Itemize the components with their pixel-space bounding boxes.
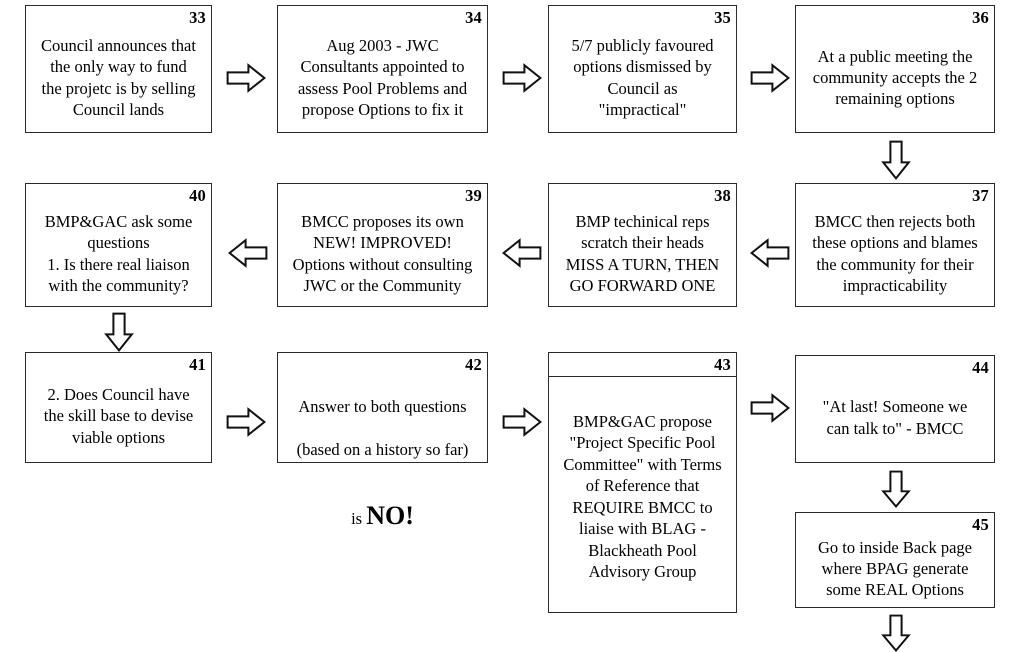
flow-node-43[interactable]: 43 BMP&GAC propose "Project Specific Poo…: [548, 352, 737, 613]
node-text-42-line1: Answer to both questions: [298, 396, 467, 416]
arrow-35-to-36: [750, 62, 791, 94]
node-text-44: "At last! Someone we can talk to" - BMCC: [822, 397, 968, 438]
arrow-45-to-continued: [880, 614, 912, 652]
node-text-39: BMCC proposes its own NEW! IMPROVED! Opt…: [292, 211, 473, 296]
node-number-43: 43: [549, 353, 736, 378]
node-text-40: BMP&GAC ask some questions 1. Is there r…: [44, 211, 193, 296]
node-body-45: Go to inside Back page where BPAG genera…: [796, 534, 994, 607]
arrow-41-to-42: [226, 406, 267, 438]
node-text-42-line3-prefix: is: [351, 508, 367, 528]
node-number-41: 41: [189, 355, 206, 374]
node-number-44: 44: [972, 358, 989, 377]
node-text-42-line2: (based on a history so far): [296, 439, 469, 459]
node-body-35: 5/7 publicly favoured options dismissed …: [549, 27, 736, 132]
node-text-42: Answer to both questions (based on a his…: [283, 374, 482, 551]
node-text-33: Council announces that the only way to f…: [41, 35, 196, 120]
node-text-35: 5/7 publicly favoured options dismissed …: [571, 35, 714, 120]
node-body-43: BMP&GAC propose "Project Specific Pool C…: [549, 377, 736, 612]
node-text-45: Go to inside Back page where BPAG genera…: [818, 537, 972, 600]
node-body-33: Council announces that the only way to f…: [26, 27, 211, 132]
arrow-38-to-39: [501, 237, 542, 269]
flow-node-44[interactable]: 44 "At last! Someone we can talk to" - B…: [795, 355, 995, 463]
node-body-41: 2. Does Council have the skill base to d…: [26, 374, 211, 462]
node-text-42-emphasis: NO!: [366, 500, 414, 530]
node-text-41: 2. Does Council have the skill base to d…: [43, 385, 194, 447]
arrow-36-to-37: [880, 140, 912, 181]
node-number-42: 42: [465, 355, 482, 374]
node-number-40: 40: [189, 186, 206, 205]
flow-node-37[interactable]: 37 BMCC then rejects both these options …: [795, 183, 995, 307]
arrow-42-to-43: [502, 406, 543, 438]
node-body-42: Answer to both questions (based on a his…: [278, 374, 487, 555]
node-body-40: BMP&GAC ask some questions 1. Is there r…: [26, 205, 211, 306]
flow-node-41[interactable]: 41 2. Does Council have the skill base t…: [25, 352, 212, 463]
node-number-35: 35: [714, 8, 731, 27]
arrow-33-to-34: [226, 62, 267, 94]
node-number-37: 37: [972, 186, 989, 205]
node-text-34: Aug 2003 - JWC Consultants appointed to …: [297, 35, 468, 120]
flow-node-33[interactable]: 33 Council announces that the only way t…: [25, 5, 212, 133]
node-number-34: 34: [465, 8, 482, 27]
node-number-33: 33: [189, 8, 206, 27]
node-text-42-line3: is NO!: [283, 482, 482, 530]
node-text-37: BMCC then rejects both these options and…: [812, 211, 978, 296]
node-number-38: 38: [714, 186, 731, 205]
node-number-45: 45: [972, 515, 989, 534]
arrow-37-to-38: [749, 237, 790, 269]
node-body-38: BMP techinical reps scratch their heads …: [549, 205, 736, 306]
node-text-36: At a public meeting the community accept…: [812, 46, 978, 109]
node-body-37: BMCC then rejects both these options and…: [796, 205, 994, 306]
flow-node-40[interactable]: 40 BMP&GAC ask some questions 1. Is ther…: [25, 183, 212, 307]
flow-node-38[interactable]: 38 BMP techinical reps scratch their hea…: [548, 183, 737, 307]
node-body-44: "At last! Someone we can talk to" - BMCC: [796, 377, 994, 462]
node-body-36: At a public meeting the community accept…: [796, 27, 994, 132]
node-number-36: 36: [972, 8, 989, 27]
flow-node-36[interactable]: 36 At a public meeting the community acc…: [795, 5, 995, 133]
node-text-43: BMP&GAC propose "Project Specific Pool C…: [563, 411, 722, 581]
flow-node-39[interactable]: 39 BMCC proposes its own NEW! IMPROVED! …: [277, 183, 488, 307]
flow-node-35[interactable]: 35 5/7 publicly favoured options dismiss…: [548, 5, 737, 133]
arrow-34-to-35: [502, 62, 543, 94]
flow-node-45[interactable]: 45 Go to inside Back page where BPAG gen…: [795, 512, 995, 608]
node-text-38: BMP techinical reps scratch their heads …: [565, 211, 720, 296]
flow-node-34[interactable]: 34 Aug 2003 - JWC Consultants appointed …: [277, 5, 488, 133]
arrow-44-to-45: [880, 470, 912, 509]
node-number-39: 39: [465, 186, 482, 205]
node-body-39: BMCC proposes its own NEW! IMPROVED! Opt…: [278, 205, 487, 306]
flow-node-42[interactable]: 42 Answer to both questions (based on a …: [277, 352, 488, 528]
node-body-34: Aug 2003 - JWC Consultants appointed to …: [278, 27, 487, 132]
arrow-39-to-40: [227, 237, 268, 269]
arrow-40-to-41: [103, 312, 135, 353]
arrow-43-to-44: [750, 392, 791, 424]
